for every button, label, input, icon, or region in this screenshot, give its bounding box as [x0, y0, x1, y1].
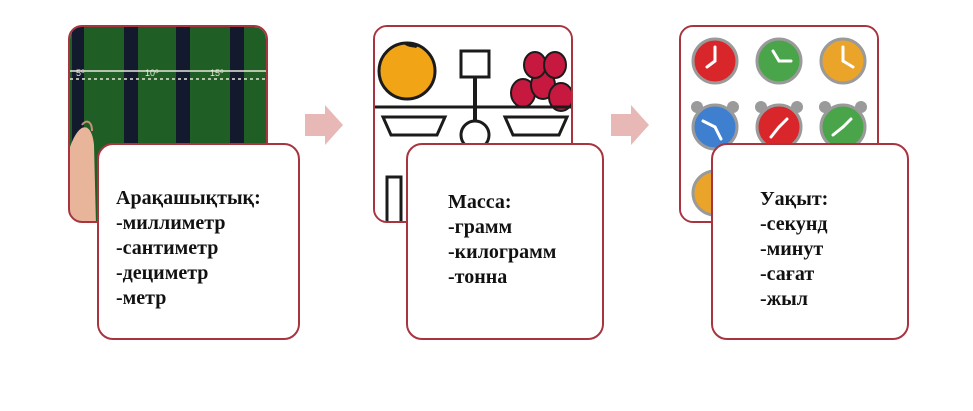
mass-unit-gram: -грамм [448, 216, 513, 238]
distance-text-card: Арақашықтық: -миллиметр -сантиметр -деци… [97, 143, 300, 340]
mass-unit-kilogram: -килограмм [448, 241, 557, 263]
distance-unit-decimeter: -дециметр [116, 262, 209, 284]
distance-unit-centimeter: -сантиметр [116, 237, 219, 259]
distance-unit-millimeter: -миллиметр [116, 212, 226, 234]
mass-text-card: Масса: -грамм -килограмм -тонна [406, 143, 604, 340]
mass-heading: Масса: [448, 191, 512, 213]
time-unit-hour: -сағат [760, 263, 815, 285]
time-heading: Уақыт: [760, 188, 829, 210]
distance-unit-meter: -метр [116, 287, 167, 309]
time-text-card: Уақыт: -секунд -минут -сағат -жыл [711, 143, 909, 340]
time-unit-second: -секунд [760, 213, 828, 235]
ruler-label-15: 15⁰ [210, 68, 224, 78]
distance-heading: Арақашықтық: [116, 187, 261, 209]
ruler-label-5: 5⁰ [76, 68, 85, 78]
arrow-right-icon [305, 105, 343, 145]
arrow-right-icon [611, 105, 649, 145]
ruler-label-10: 10⁰ [145, 68, 159, 78]
mass-unit-ton: -тонна [448, 266, 508, 288]
time-unit-year: -жыл [760, 288, 808, 310]
time-unit-minute: -минут [760, 238, 824, 260]
